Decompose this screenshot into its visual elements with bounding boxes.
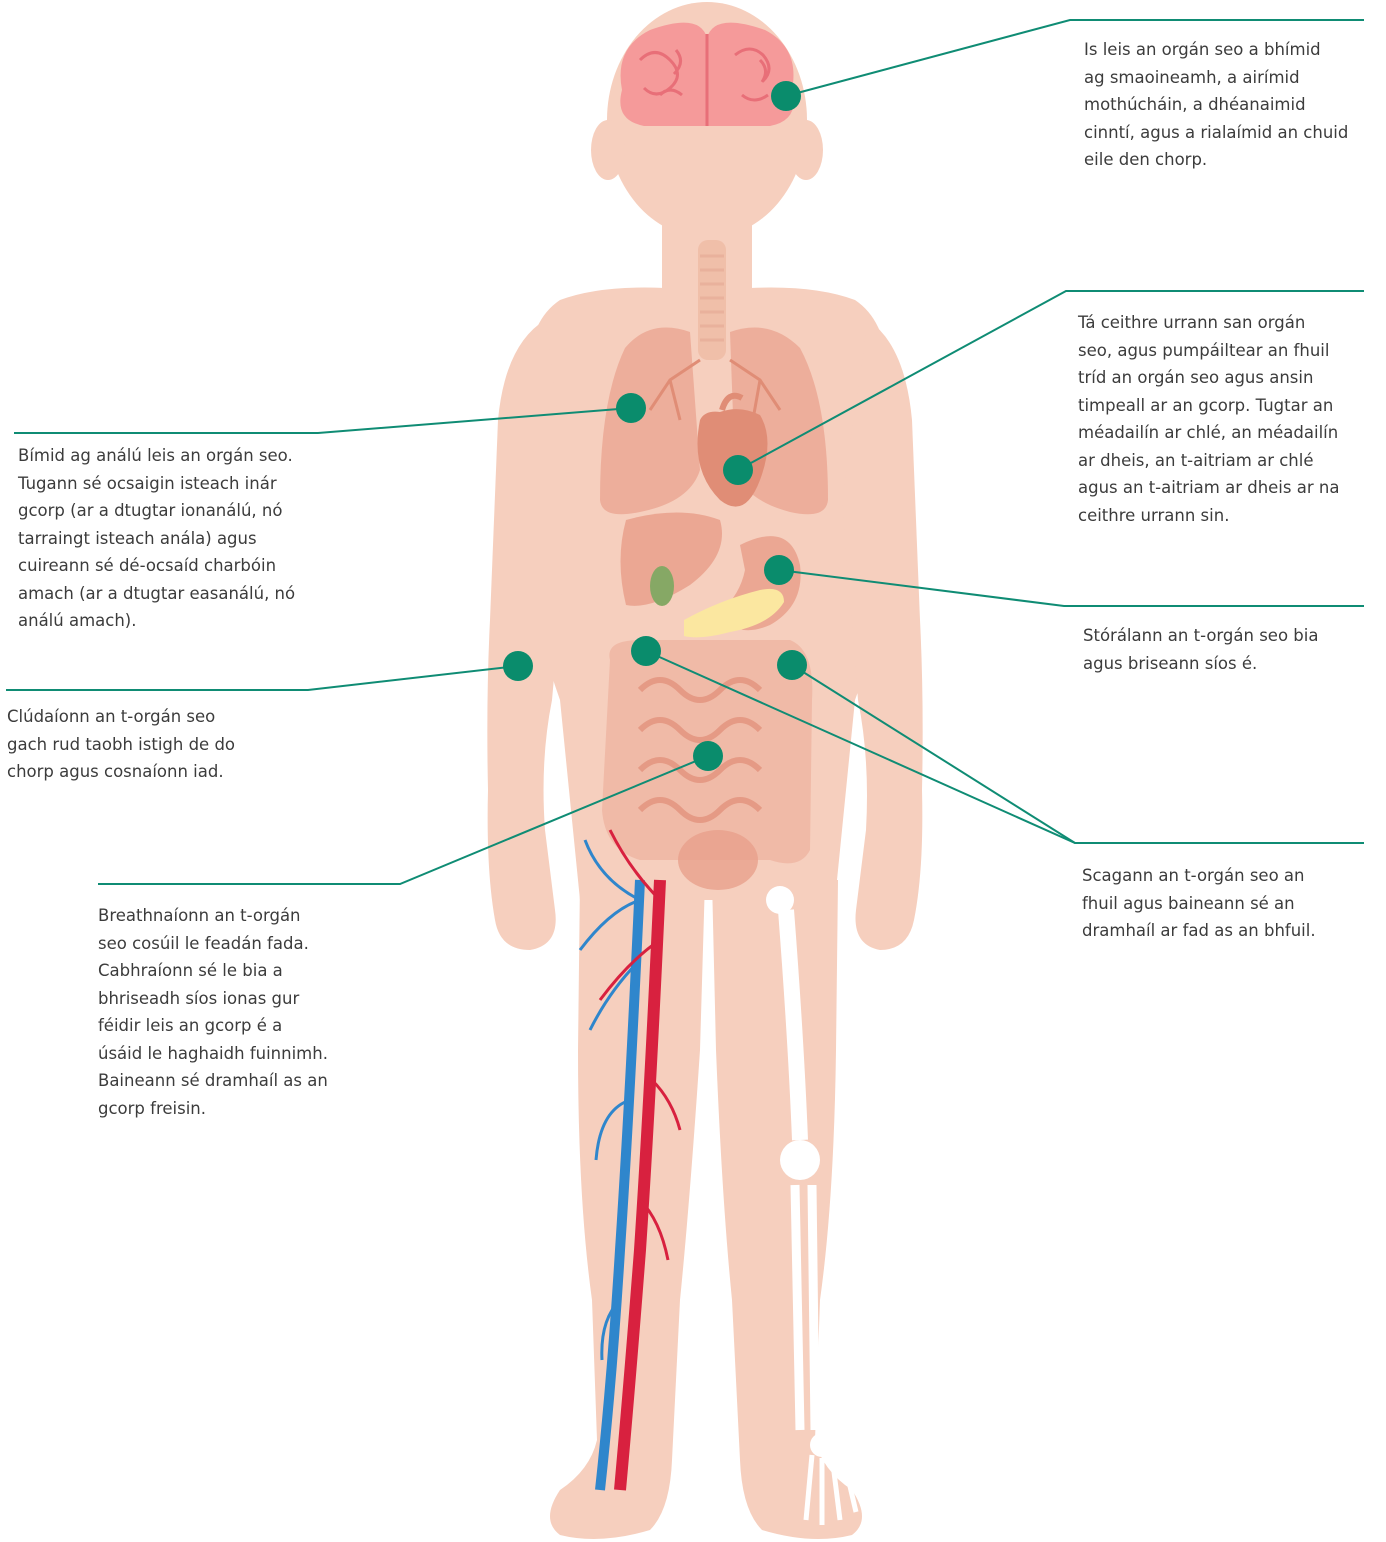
leader-line-skin: [6, 666, 518, 690]
callout-lungs-text: Bímid ag análú leis an orgán seo. Tugann…: [18, 442, 295, 635]
callout-heart-text: Tá ceithre urrann san orgán seo, agus pu…: [1078, 309, 1339, 529]
marker-heart: [723, 455, 753, 485]
marker-stomach: [764, 555, 794, 585]
trachea-illustration: [698, 240, 726, 360]
marker-brain: [771, 81, 801, 111]
marker-kidney: [777, 650, 807, 680]
callout-stomach-text: Stórálann an t-orgán seo bia agus brisea…: [1083, 622, 1318, 677]
marker-intestine: [693, 741, 723, 771]
callout-skin-text: Clúdaíonn an t-orgán seo gach rud taobh …: [7, 703, 235, 786]
marker-skin: [503, 651, 533, 681]
brain-illustration: [620, 23, 793, 126]
marker-liver-kidney: [631, 636, 661, 666]
callout-kidneys-text: Scagann an t-orgán seo an fhuil agus bai…: [1082, 862, 1316, 945]
gallbladder-illustration: [650, 566, 674, 606]
callout-brain-text: Is leis an orgán seo a bhímid ag smaoine…: [1084, 36, 1348, 174]
marker-lungs: [616, 393, 646, 423]
callout-intestine-text: Breathnaíonn an t-orgán seo cosúil le fe…: [98, 902, 328, 1122]
